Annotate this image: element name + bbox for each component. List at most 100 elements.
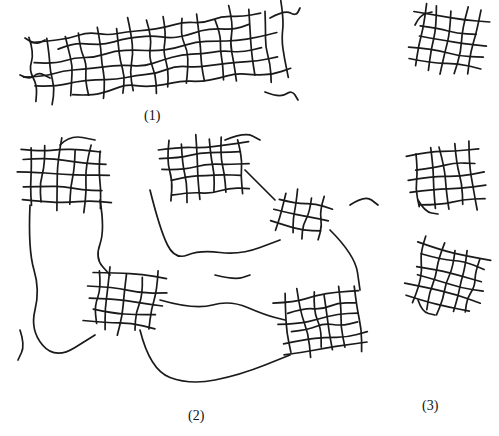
polymer-chain [70,151,75,205]
polymer-chain [439,147,449,209]
polymer-chain [215,20,224,80]
polymer-chain [416,4,427,66]
polymer-chain [406,295,469,311]
polymer-chain [23,159,106,165]
polymer-chain [20,74,50,78]
polymer-chain [416,163,475,170]
polymer-chain [197,14,205,81]
polymer-chain [105,267,110,330]
polymer-chain [93,309,155,315]
polymer-chain [431,148,436,209]
polymer-chain [73,68,291,95]
polymer-chain [117,29,125,94]
polymer-chain [150,190,280,256]
polymer-chain [30,148,33,206]
polymer-chain [78,33,88,95]
polymer-chain [288,303,356,314]
polymer-chain [454,7,468,74]
polymer-chain [276,193,286,230]
polymer-chain [23,186,102,190]
polymer-chain [117,274,126,335]
polymer-chain [93,273,166,279]
polymer-chain [413,236,426,303]
polymer-chain [135,277,142,330]
polymer-chain [47,38,54,104]
polymer-chain [163,17,168,87]
polymer-chain [249,9,255,75]
polymer-chain [40,146,44,202]
polymer-chain [158,142,248,150]
polymer-chain [415,12,432,25]
polymer-chain [95,271,100,324]
polymer-chain [60,137,95,145]
polymer-chain [160,152,241,159]
polymer-chain [469,141,477,210]
polymer-chain [284,332,368,344]
polymer-chain [279,199,332,209]
polymer-chain [146,20,156,93]
polymer-chain [354,286,361,351]
polymer-chain [302,198,312,239]
polymer-chain [30,205,96,353]
polymer-chain [285,293,291,352]
figure-label: (2) [186,408,206,424]
polymer-chain [97,27,104,98]
polymer-chain [318,196,324,239]
polymer-chain [221,137,226,192]
polymer-chain [265,92,298,100]
polymer-chain [57,138,62,211]
polymer-chain [140,330,290,382]
polymer-chain [265,11,271,82]
polymer-chain [416,154,419,207]
polymer-chain [419,36,486,46]
polymer-chain [196,135,200,200]
polymer-chain [168,140,172,201]
polymer-chain [84,145,91,213]
polymer-chain [229,6,237,81]
polymer-chain [418,200,438,214]
polymer-chain [428,6,436,71]
polymer-chain [465,259,480,312]
polymer-chain [209,139,214,192]
polymer-chain [437,251,456,315]
polymer-chain [270,8,300,18]
polymer-chain [292,322,358,332]
polymer-chain [24,48,262,78]
polymer-chain [245,170,275,200]
polymer-chain [293,189,298,233]
polymer-chain [455,144,463,205]
polymer-chain [324,295,332,349]
polymer-chain [89,298,162,306]
figure-label: (1) [142,108,162,124]
polymer-chain [98,200,110,275]
polymer-chain [172,188,250,195]
polymer-chain [330,230,360,290]
polymer-chain [18,330,23,360]
polymer-chain [181,144,187,202]
figure-label: (3) [420,398,440,414]
polymer-chain [297,289,311,358]
polymer-chain [454,251,468,312]
polymer-chain [65,37,72,96]
polymer-chain [238,140,243,194]
polymer-chain [284,342,367,355]
polymer-chain [406,149,478,157]
polymer-chain [440,11,451,74]
polymer-chain [339,286,345,347]
polymer-chain [215,275,250,278]
polymer-chain [22,200,111,203]
polymer-chain [350,198,378,205]
polymer-chain [29,37,37,101]
polymer-chain [225,135,260,140]
polymer-chain [468,10,481,74]
polymer-chain [314,292,321,347]
polymer-chain [181,18,187,83]
polymer-chain [160,300,285,320]
polymer-chain [25,38,45,43]
polymer-chain [149,271,158,329]
polymer-chain [420,26,476,34]
polymer-chain [171,175,241,181]
polymer-chain [418,300,435,315]
polymer-chain [128,18,134,91]
